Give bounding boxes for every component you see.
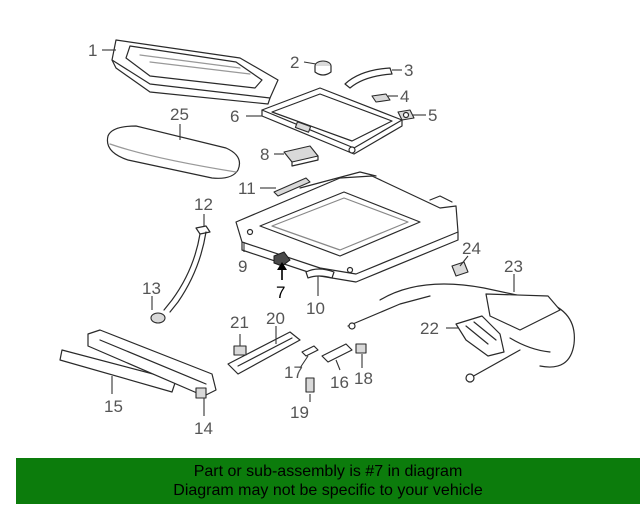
part-12-13-drain-hose — [150, 225, 211, 324]
callout-20: 20 — [266, 309, 285, 328]
callout-25: 25 — [170, 105, 189, 124]
part-18-grommet — [355, 343, 367, 354]
callout-16: 16 — [330, 373, 349, 392]
callout-9: 9 — [238, 257, 247, 276]
part-10-clip — [305, 268, 335, 279]
info-banner: Part or sub-assembly is #7 in diagram Di… — [16, 458, 640, 504]
part-7-arrow — [277, 262, 287, 280]
banner-line-1: Part or sub-assembly is #7 in diagram — [193, 463, 463, 480]
callout-6: 6 — [230, 107, 239, 126]
part-23-cable-assembly — [347, 283, 575, 383]
part-16-cable-end — [321, 343, 353, 363]
callout-7: 7 — [276, 283, 285, 302]
callout-13: 13 — [142, 279, 161, 298]
callout-3: 3 — [404, 61, 413, 80]
callout-14: 14 — [194, 419, 213, 438]
callout-1: 1 — [88, 41, 97, 60]
leader-lines — [102, 49, 515, 416]
part-21-block — [233, 345, 247, 356]
part-7-bracket — [273, 251, 291, 267]
callout-19: 19 — [290, 403, 309, 422]
part-17-link — [301, 345, 319, 357]
callout-5: 5 — [428, 106, 437, 125]
part-25-deflector — [106, 125, 241, 179]
callout-10: 10 — [306, 299, 325, 318]
callout-11: 11 — [238, 179, 256, 198]
callout-8: 8 — [260, 145, 269, 164]
callout-24: 24 — [462, 239, 481, 258]
part-1-glass-panel — [111, 39, 279, 105]
part-15-cross-member — [59, 349, 177, 393]
part-19-spring — [305, 377, 315, 393]
callout-labels: 1 2 3 4 5 6 8 25 11 12 9 7 10 13 15 14 2… — [88, 41, 523, 438]
part-11-seal-strip — [273, 177, 311, 197]
callout-15: 15 — [104, 397, 123, 416]
callout-22: 22 — [420, 319, 439, 338]
part-2-grommet — [314, 60, 332, 76]
part-3-trim — [344, 67, 393, 89]
callout-18: 18 — [354, 369, 373, 388]
part-14-rail — [87, 329, 217, 399]
banner-line-2: Diagram may not be specific to your vehi… — [173, 482, 483, 499]
part-6-sunshade — [261, 87, 403, 155]
part-8-handle — [283, 145, 319, 167]
callout-21: 21 — [230, 313, 249, 332]
callout-23: 23 — [504, 257, 523, 276]
callout-12: 12 — [194, 195, 213, 214]
part-22-motor — [455, 315, 505, 357]
part-4-clip — [371, 93, 391, 103]
callout-17: 17 — [284, 363, 303, 382]
part-24-bracket — [451, 261, 469, 277]
callout-4: 4 — [400, 87, 409, 106]
part-9-frame — [235, 171, 459, 283]
callout-2: 2 — [290, 53, 299, 72]
part-20-guide-rail — [227, 331, 301, 375]
part-5-clip — [397, 109, 415, 121]
